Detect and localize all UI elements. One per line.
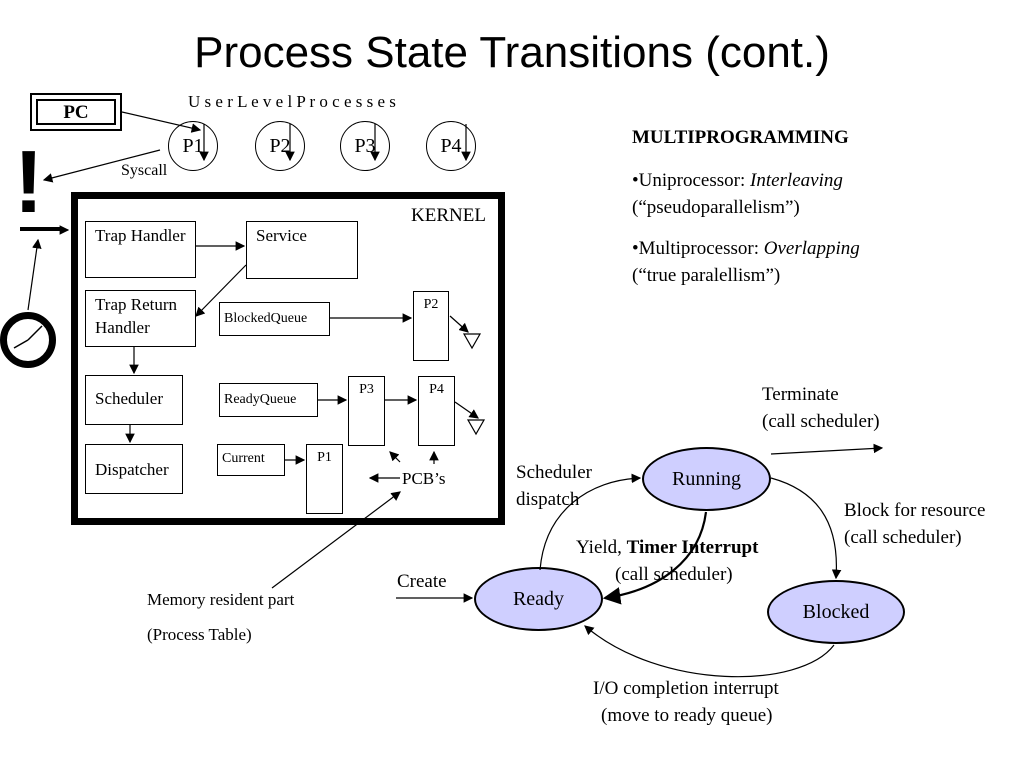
pcb-p2: P2 bbox=[413, 291, 449, 361]
process-p1: P1 bbox=[168, 121, 218, 171]
io-completion-label: I/O completion interrupt bbox=[593, 678, 779, 699]
user-level-label: U s e r L e v e l P r o c e s s e s bbox=[188, 92, 396, 111]
process-p4: P4 bbox=[426, 121, 476, 171]
kernel-label: KERNEL bbox=[411, 205, 486, 226]
state-ready: Ready bbox=[474, 567, 603, 631]
block-arrow bbox=[770, 477, 842, 580]
process-label: P4 bbox=[440, 134, 462, 157]
dispatcher-box: Dispatcher bbox=[85, 444, 183, 494]
blocked-queue-box: BlockedQueue bbox=[219, 302, 330, 336]
interrupt-line bbox=[20, 227, 62, 231]
ready-queue-box: ReadyQueue bbox=[219, 383, 318, 417]
memory-resident-label: Memory resident part bbox=[147, 590, 295, 609]
terminate-label: Terminate bbox=[762, 384, 839, 405]
true-parallelism-note: (“true paralellism”) bbox=[632, 265, 781, 286]
process-p2: P2 bbox=[255, 121, 305, 171]
pcbs-label: PCB’s bbox=[402, 469, 446, 488]
terminate-note: (call scheduler) bbox=[762, 411, 880, 432]
interleaving-text: Interleaving bbox=[750, 170, 843, 191]
pc-register: PC bbox=[30, 93, 122, 131]
exclamation-icon: ! bbox=[14, 132, 44, 231]
multiprocessor-prefix: •Multiprocessor: bbox=[632, 238, 764, 259]
scheduler-dispatch-label: Scheduler bbox=[516, 462, 592, 483]
page-title: Process State Transitions (cont.) bbox=[194, 28, 830, 77]
process-label: P3 bbox=[354, 134, 376, 157]
uniprocessor-prefix: •Uniprocessor: bbox=[632, 170, 750, 191]
create-label: Create bbox=[397, 571, 447, 592]
block-label: Block for resource bbox=[844, 500, 986, 521]
scheduler-dispatch-label-2: dispatch bbox=[516, 489, 580, 510]
pseudoparallelism-note: (“pseudoparallelism”) bbox=[632, 197, 800, 218]
process-p3: P3 bbox=[340, 121, 390, 171]
block-note: (call scheduler) bbox=[844, 527, 962, 548]
overlapping-text: Overlapping bbox=[763, 238, 860, 259]
process-table-label: (Process Table) bbox=[147, 625, 252, 644]
multiprogramming-heading: MULTIPROGRAMMING bbox=[632, 127, 849, 148]
pcb-p3: P3 bbox=[348, 376, 385, 446]
yield-prefix: Yield, bbox=[576, 537, 627, 558]
terminate-arrow bbox=[770, 443, 884, 455]
state-running: Running bbox=[642, 447, 771, 511]
multiprocessor-line: •Multiprocessor: Overlapping bbox=[632, 238, 860, 260]
scheduler-box: Scheduler bbox=[85, 375, 183, 425]
clock-arrow bbox=[27, 238, 42, 311]
uniprocessor-line: •Uniprocessor: Interleaving bbox=[632, 170, 843, 192]
yield-label: Yield, Timer Interrupt bbox=[576, 537, 758, 559]
yield-note: (call scheduler) bbox=[615, 564, 733, 585]
pcb-p4: P4 bbox=[418, 376, 455, 446]
timer-interrupt-text: Timer Interrupt bbox=[626, 537, 759, 558]
process-label: P2 bbox=[269, 134, 291, 157]
state-blocked: Blocked bbox=[767, 580, 905, 644]
pcb-p1: P1 bbox=[306, 444, 343, 514]
move-to-ready-label: (move to ready queue) bbox=[601, 705, 773, 726]
syscall-label: Syscall bbox=[121, 162, 168, 179]
current-box: Current bbox=[217, 444, 285, 476]
service-box: Service bbox=[246, 221, 358, 279]
trap-handler-box: Trap Handler bbox=[85, 221, 196, 278]
pc-label: PC bbox=[36, 99, 116, 125]
clock-icon bbox=[0, 312, 56, 368]
process-label: P1 bbox=[182, 134, 204, 157]
trap-return-handler-box: Trap Return Handler bbox=[85, 290, 196, 347]
